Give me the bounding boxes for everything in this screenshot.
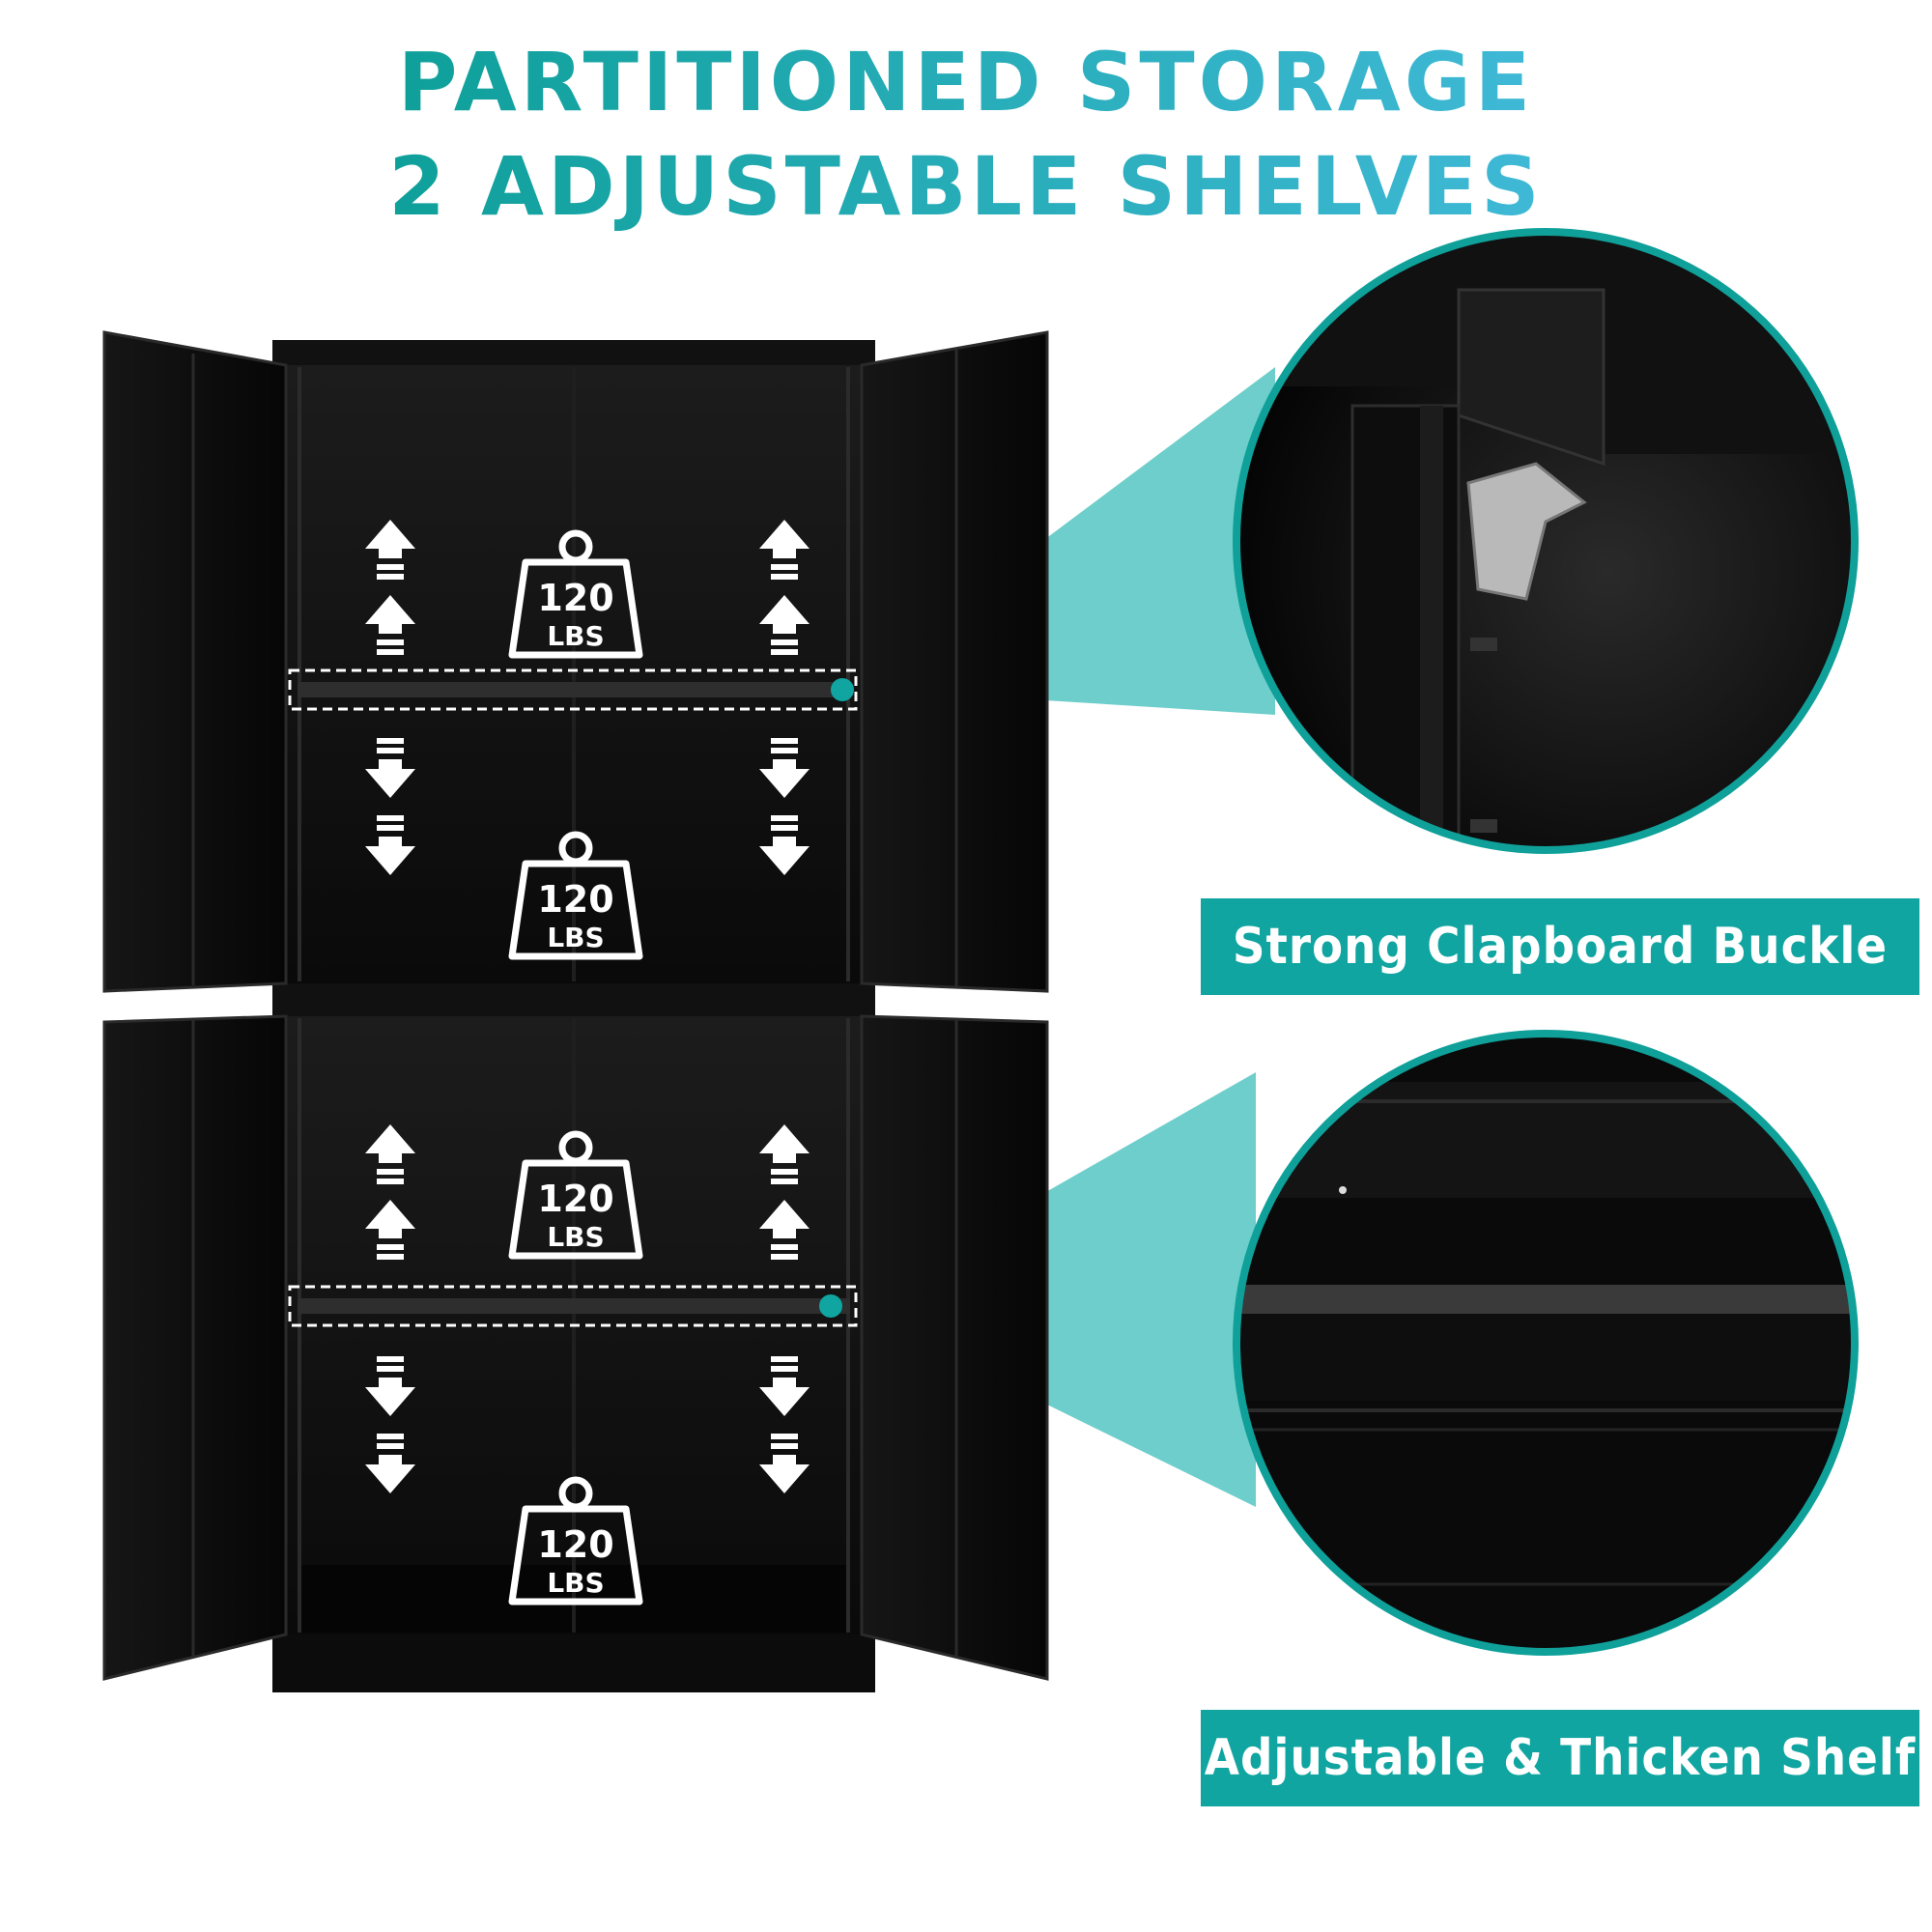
headline-line-2: 2 ADJUSTABLE SHELVES xyxy=(0,139,1932,234)
arrow-down-icon xyxy=(365,815,415,875)
arrow-down-icon-group xyxy=(365,738,810,1493)
arrow-down-icon xyxy=(759,1434,810,1493)
headline-line-2-text: 2 ADJUSTABLE SHELVES xyxy=(388,139,1544,234)
callout-label-buckle-text: Strong Clapboard Buckle xyxy=(1232,918,1889,976)
weight-unit: LBS xyxy=(547,1567,604,1599)
weight-value: 120 xyxy=(537,1178,613,1220)
door-upper-left xyxy=(102,330,288,993)
arrow-down-icon xyxy=(365,1356,415,1416)
callout-label-buckle: Strong Clapboard Buckle xyxy=(1201,898,1919,995)
arrow-up-icon-group xyxy=(365,520,810,1260)
callout-label-shelf-text: Adjustable & Thicken Shelf xyxy=(1204,1729,1917,1787)
arrow-down-icon xyxy=(365,738,415,798)
cabinet-top-cap xyxy=(272,340,875,367)
cabinet-base xyxy=(272,1634,875,1692)
door-upper-right xyxy=(860,330,1049,993)
arrow-up-icon xyxy=(759,520,810,580)
arrow-up-icon xyxy=(759,595,810,655)
shelf-upper-highlight xyxy=(288,668,858,711)
weight-unit: LBS xyxy=(547,1221,604,1253)
shelf-lower-anchor xyxy=(819,1294,842,1318)
shelf-lower xyxy=(298,1298,850,1314)
weight-unit: LBS xyxy=(547,620,604,652)
arrow-up-icon xyxy=(759,1200,810,1260)
arrow-down-icon xyxy=(759,738,810,798)
callout-label-shelf: Adjustable & Thicken Shelf xyxy=(1201,1710,1919,1806)
weight-unit: LBS xyxy=(547,922,604,953)
arrow-up-icon xyxy=(365,1200,415,1260)
door-lower-right xyxy=(860,1014,1049,1681)
arrow-up-icon xyxy=(365,520,415,580)
door-lower-left xyxy=(102,1014,288,1681)
callout-beam-bottom xyxy=(846,1072,1256,1507)
weight-value: 120 xyxy=(537,878,613,921)
headline-line-1: PARTITIONED STORAGE xyxy=(0,35,1932,129)
zoom-circle-buckle xyxy=(1233,228,1859,854)
zoom-circle-shelf xyxy=(1233,1030,1859,1656)
arrow-up-icon xyxy=(365,595,415,655)
cabinet-divider xyxy=(272,983,875,1016)
arrow-down-icon xyxy=(365,1434,415,1493)
shelf-upper xyxy=(298,682,850,697)
shelf-lower-highlight xyxy=(288,1285,858,1327)
weight-value: 120 xyxy=(537,577,613,619)
arrow-up-icon xyxy=(365,1124,415,1184)
arrow-down-icon xyxy=(759,815,810,875)
arrow-up-icon xyxy=(759,1124,810,1184)
weight-value: 120 xyxy=(537,1523,613,1566)
headline-line-1-text: PARTITIONED STORAGE xyxy=(397,35,1535,129)
shelf-upper-anchor xyxy=(831,678,854,701)
arrow-down-icon xyxy=(759,1356,810,1416)
